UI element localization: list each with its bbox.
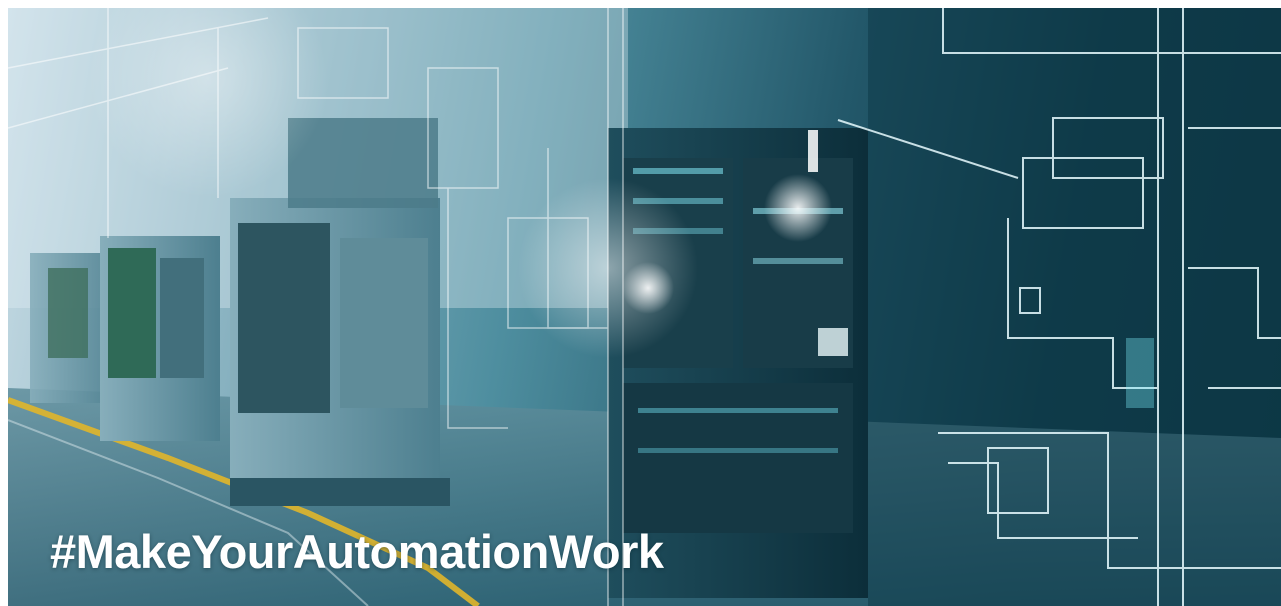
hashtag-headline: #MakeYourAutomationWork — [50, 525, 664, 578]
control-cabinet — [608, 128, 868, 598]
factory-scene-image — [8, 8, 1281, 606]
hero-banner: #MakeYourAutomationWork — [8, 8, 1281, 606]
wireframe-overlay — [837, 8, 1281, 606]
machine-row — [30, 118, 450, 506]
